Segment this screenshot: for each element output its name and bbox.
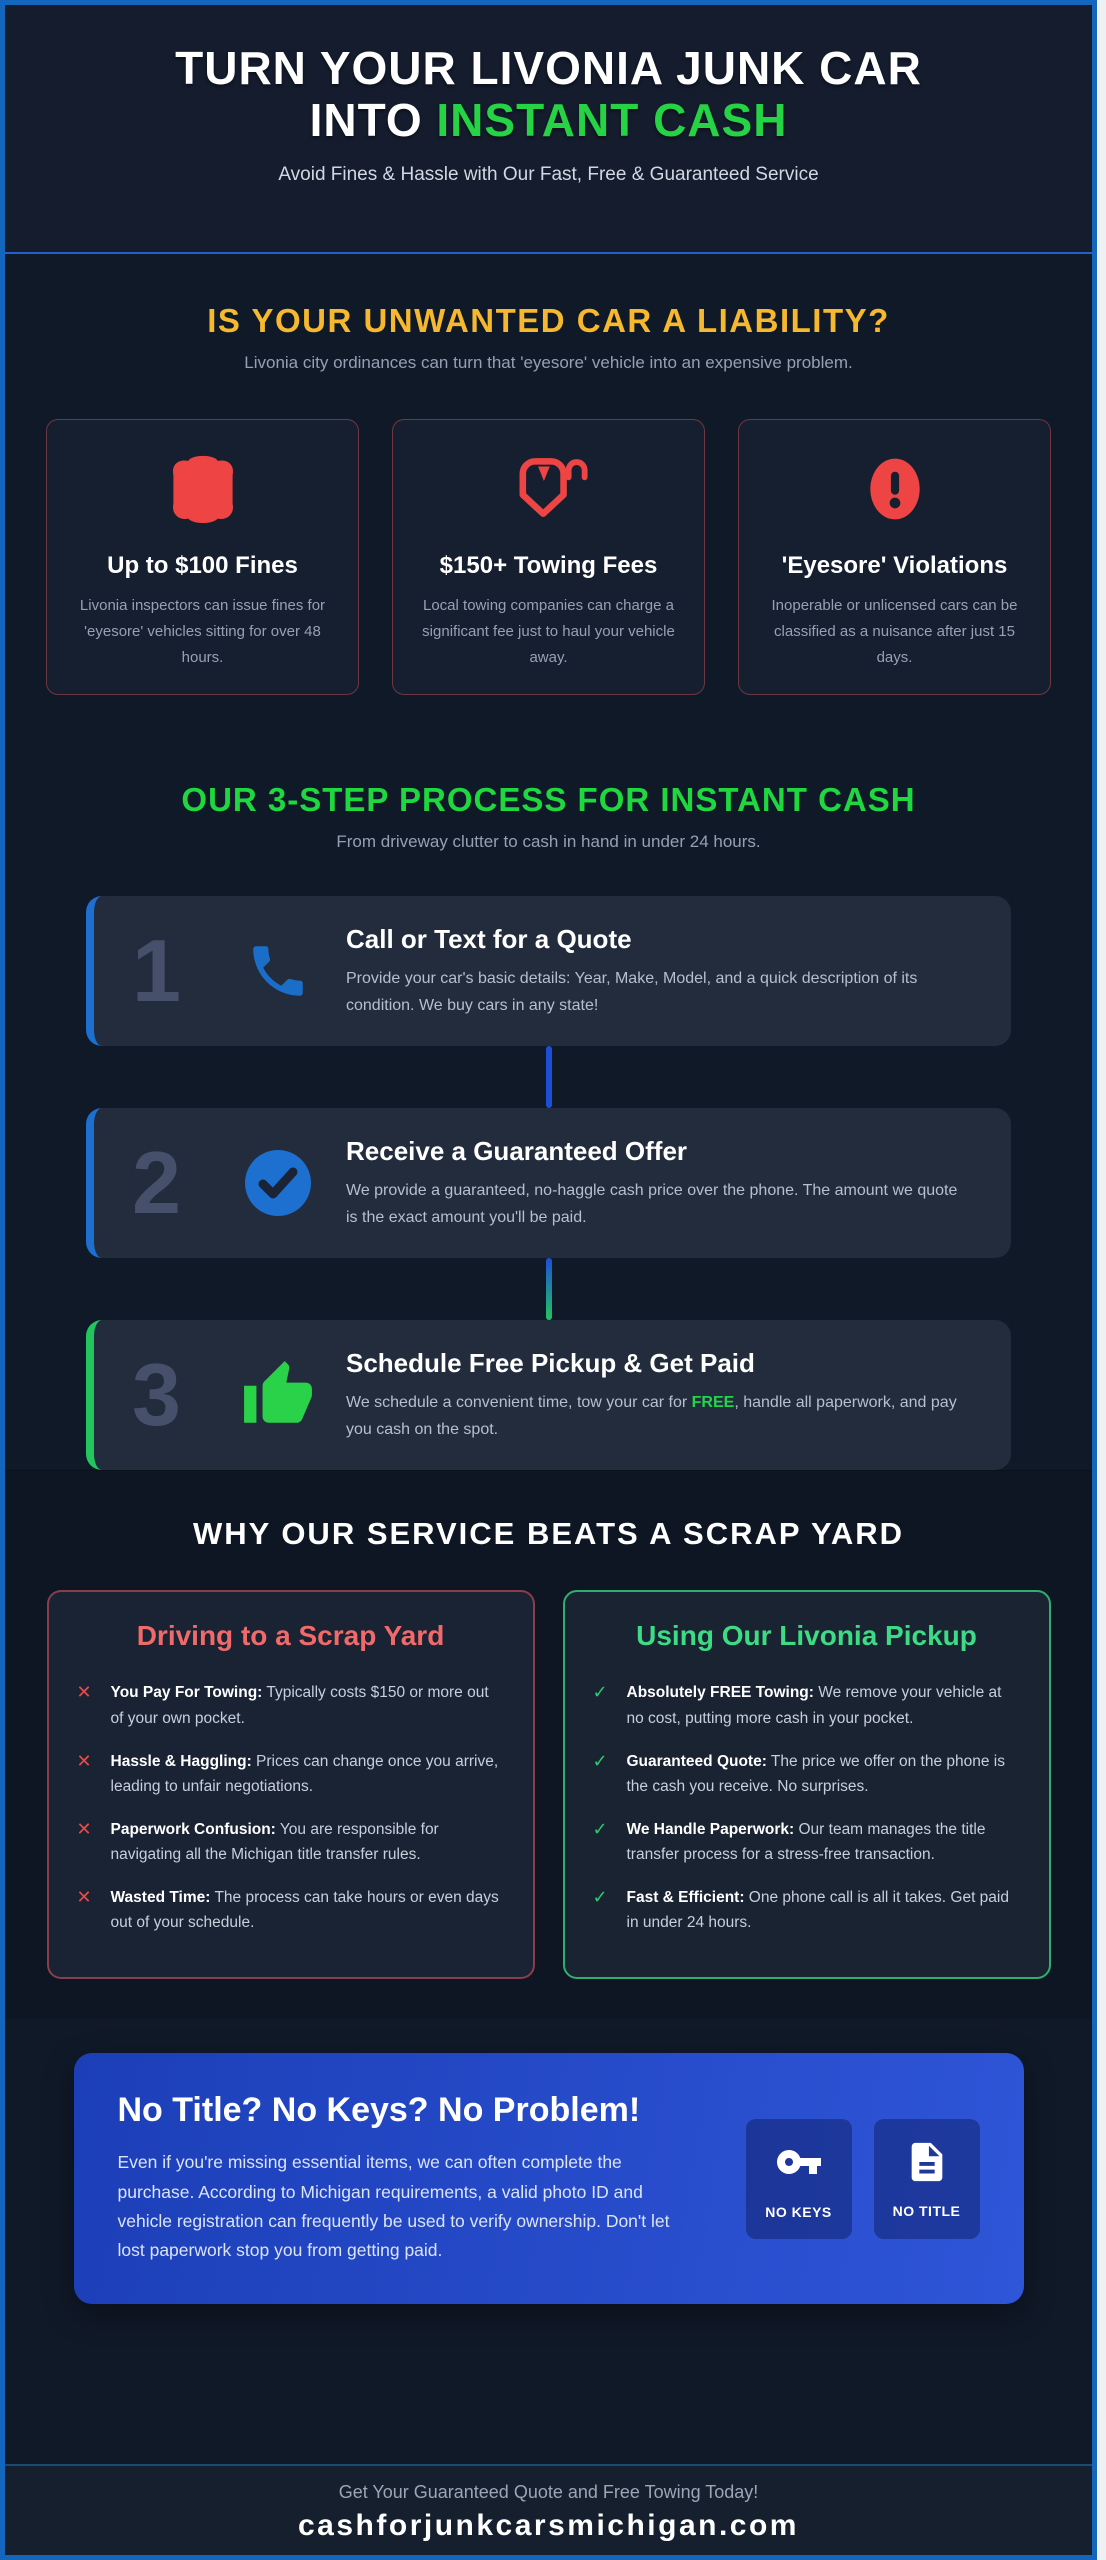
our-pickup-card: Using Our Livonia Pickup ✓ Absolutely FR… (562, 1590, 1051, 1980)
step-title: Call or Text for a Quote (346, 923, 632, 954)
liability-card-body: Inoperable or unlicensed cars can be cla… (771, 597, 1018, 666)
process-section: OUR 3-STEP PROCESS FOR INSTANT CASH From… (5, 751, 1092, 1471)
x-icon: ✕ (76, 1818, 92, 1839)
step-number: 1 (132, 921, 181, 1021)
comparison-title: WHY OUR SERVICE BEATS A SCRAP YARD (192, 1516, 905, 1552)
step-title: Receive a Guaranteed Offer (346, 1135, 688, 1166)
step-card-2: 2 Receive a Guaranteed Offer We provide … (86, 1108, 1011, 1259)
key-icon (775, 2138, 823, 2191)
liability-card-body: Livonia inspectors can issue fines for '… (79, 597, 326, 666)
step-body: Provide your car's basic details: Year, … (346, 969, 918, 1014)
footer: Get Your Guaranteed Quote and Free Towin… (5, 2464, 1092, 2555)
liability-card-title: $150+ Towing Fees (439, 552, 658, 580)
step-body: We schedule a convenient time, tow your … (346, 1393, 957, 1438)
process-subtitle: From driveway clutter to cash in hand in… (336, 832, 761, 852)
step-connector-gradient (545, 1258, 552, 1321)
hero-subtitle: Avoid Fines & Hassle with Our Fast, Free… (278, 164, 819, 186)
check-circle-icon (236, 1148, 320, 1218)
process-steps: 1 Call or Text for a Quote Provide your … (86, 896, 1011, 1471)
comparison-row: Driving to a Scrap Yard ✕ You Pay For To… (29, 1590, 1068, 1980)
liability-card-title: 'Eyesore' Violations (781, 552, 1008, 580)
phone-icon (236, 938, 320, 1004)
x-icon: ✕ (76, 1750, 92, 1771)
free-highlight: FREE (691, 1393, 735, 1411)
liability-card-violations: 'Eyesore' Violations Inoperable or unlic… (738, 419, 1051, 696)
liability-card-title: Up to $100 Fines (107, 552, 298, 580)
list-item: ✓ Absolutely FREE Towing: We remove your… (593, 1680, 1021, 1730)
check-icon: ✓ (592, 1750, 608, 1771)
page-title: TURN YOUR LIVONIA JUNK CAR INTO INSTANT … (25, 42, 1072, 146)
list-item: ✕ Wasted Time: The process can take hour… (77, 1885, 505, 1935)
badge-label: NO TITLE (892, 2202, 961, 2219)
list-item: ✓ Guaranteed Quote: The price we offer o… (593, 1749, 1021, 1799)
list-item: ✓ Fast & Efficient: One phone call is al… (593, 1885, 1021, 1935)
scrap-yard-list: ✕ You Pay For Towing: Typically costs $1… (77, 1680, 505, 1935)
liability-section: IS YOUR UNWANTED CAR A LIABILITY? Livoni… (5, 254, 1092, 752)
no-keys-badge: NO KEYS (745, 2118, 852, 2239)
list-item: ✓ We Handle Paperwork: Our team manages … (593, 1817, 1021, 1867)
x-icon: ✕ (76, 1682, 92, 1703)
step-number: 2 (132, 1133, 181, 1233)
scrap-yard-heading: Driving to a Scrap Yard (136, 1620, 445, 1652)
document-icon (904, 2139, 950, 2190)
cta-body: Even if you're missing essential items, … (117, 2152, 670, 2261)
process-title: OUR 3-STEP PROCESS FOR INSTANT CASH (181, 781, 916, 819)
liability-subtitle: Livonia city ordinances can turn that 'e… (244, 353, 853, 373)
hero-section: TURN YOUR LIVONIA JUNK CAR INTO INSTANT … (5, 5, 1092, 255)
page-title-line1: TURN YOUR LIVONIA JUNK CAR (175, 42, 922, 94)
tow-hook-icon (419, 452, 678, 526)
step-card-3: 3 Schedule Free Pickup & Get Paid We sch… (86, 1320, 1011, 1471)
step-title: Schedule Free Pickup & Get Paid (346, 1347, 755, 1378)
list-item: ✕ Hassle & Haggling: Prices can change o… (77, 1749, 505, 1799)
list-item: ✕ Paperwork Confusion: You are responsib… (77, 1817, 505, 1867)
badge-label: NO KEYS (765, 2203, 832, 2220)
our-pickup-heading: Using Our Livonia Pickup (636, 1620, 977, 1652)
alert-icon (765, 452, 1024, 526)
cta-title: No Title? No Keys? No Problem! (117, 2091, 641, 2130)
cta-text-block: No Title? No Keys? No Problem! Even if y… (118, 2091, 718, 2266)
liability-card-towing: $150+ Towing Fees Local towing companies… (392, 419, 705, 696)
list-item: ✕ You Pay For Towing: Typically costs $1… (77, 1680, 505, 1730)
x-icon: ✕ (76, 1887, 92, 1908)
comparison-section: WHY OUR SERVICE BEATS A SCRAP YARD Drivi… (5, 1470, 1092, 2020)
liability-title: IS YOUR UNWANTED CAR A LIABILITY? (207, 302, 890, 340)
page-title-line2-prefix: INTO (309, 93, 437, 146)
scrap-yard-card: Driving to a Scrap Yard ✕ You Pay For To… (46, 1590, 535, 1980)
footer-tagline: Get Your Guaranteed Quote and Free Towin… (338, 2482, 759, 2502)
liability-card-fines: Up to $100 Fines Livonia inspectors can … (46, 419, 359, 696)
fine-ticket-icon (73, 452, 332, 526)
footer-domain[interactable]: cashforjunkcarsmichigan.com (298, 2509, 799, 2542)
check-icon: ✓ (592, 1818, 608, 1839)
page-title-highlight: INSTANT CASH (436, 93, 788, 146)
step-connector-blue (545, 1046, 552, 1109)
step-body: We provide a guaranteed, no-haggle cash … (346, 1181, 958, 1226)
cta-section: No Title? No Keys? No Problem! Even if y… (5, 2019, 1092, 2342)
step-card-1: 1 Call or Text for a Quote Provide your … (86, 896, 1011, 1047)
thumbs-up-icon (236, 1358, 320, 1432)
no-title-badge: NO TITLE (873, 2118, 980, 2239)
check-icon: ✓ (592, 1887, 608, 1908)
step-number: 3 (132, 1345, 181, 1445)
our-pickup-list: ✓ Absolutely FREE Towing: We remove your… (593, 1680, 1021, 1935)
check-icon: ✓ (592, 1682, 608, 1703)
cta-card: No Title? No Keys? No Problem! Even if y… (73, 2053, 1024, 2304)
liability-cards-row: Up to $100 Fines Livonia inspectors can … (29, 419, 1068, 696)
cta-badges: NO KEYS NO TITLE (745, 2118, 980, 2239)
liability-card-body: Local towing companies can charge a sign… (422, 597, 675, 666)
